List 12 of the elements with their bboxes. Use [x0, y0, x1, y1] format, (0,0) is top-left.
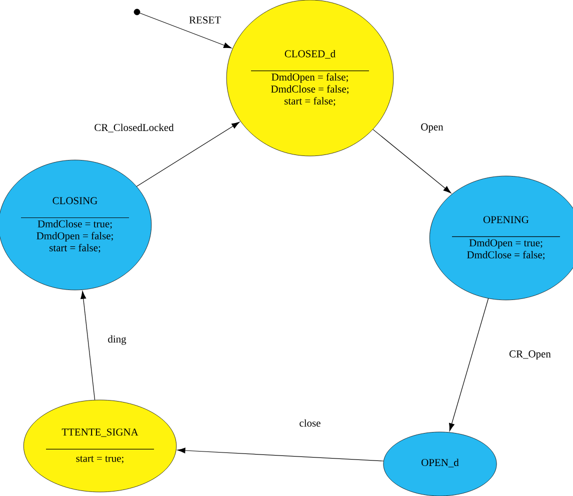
edge-label: ding — [106, 334, 128, 346]
edge-label: CR_ClosedLocked — [93, 122, 175, 134]
arrow — [449, 298, 489, 432]
arrow — [372, 129, 452, 194]
edge-label: close — [298, 418, 322, 428]
edge-label: RESET — [188, 15, 222, 24]
arrow — [177, 448, 384, 462]
arrow — [140, 12, 232, 48]
arrow — [80, 290, 96, 400]
arrow — [136, 122, 240, 187]
edge-label: CR_Open — [508, 349, 552, 361]
edge-label: Open — [420, 122, 444, 134]
